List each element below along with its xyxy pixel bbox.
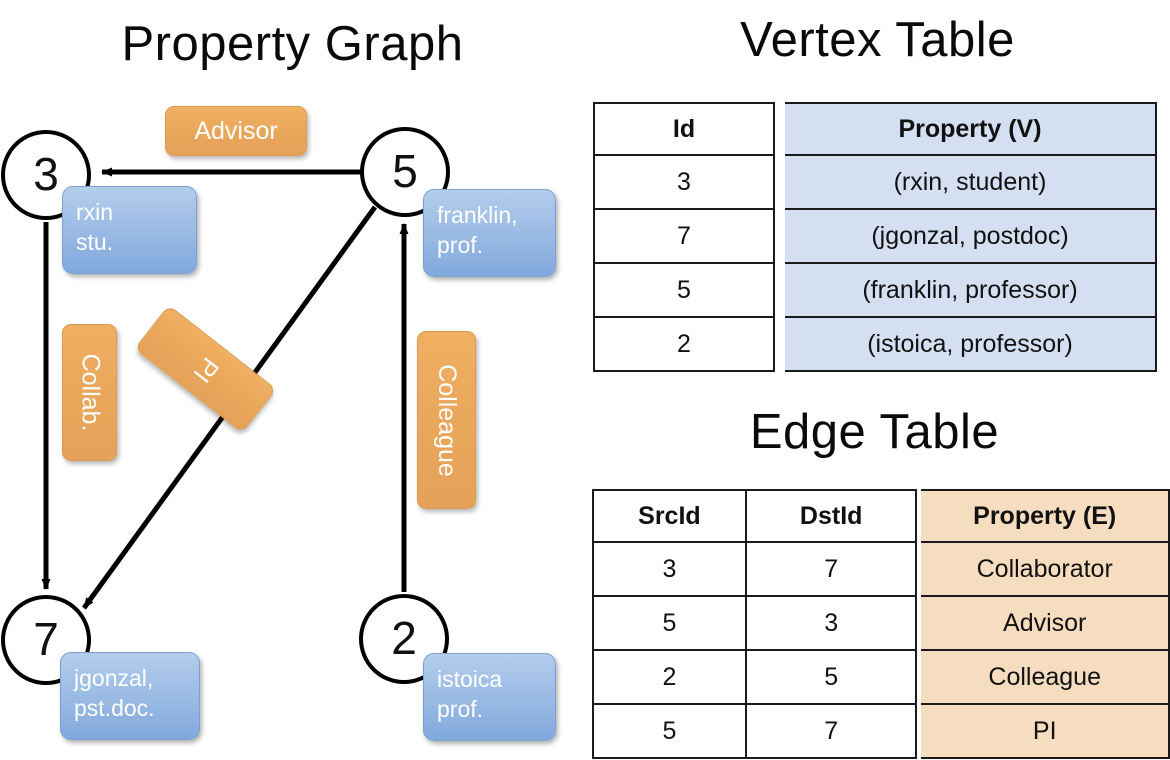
edge-table: SrcId DstId Property (E) 3 7 Collaborato…: [592, 489, 1170, 759]
vertex-header-id: Id: [593, 102, 775, 156]
node-property-box-2: istoica prof.: [423, 653, 556, 741]
edge-cell-dstid: 3: [746, 597, 918, 651]
vertex-cell-property: (franklin, professor): [785, 264, 1157, 318]
column-gap: [917, 705, 922, 759]
vertex-cell-property: (istoica, professor): [785, 318, 1157, 372]
table-row[interactable]: 7 (jgonzal, postdoc): [593, 210, 1157, 264]
page-title-property-graph: Property Graph: [121, 17, 464, 71]
column-gap: [775, 102, 785, 156]
edge-cell-property: Colleague: [921, 651, 1170, 705]
graph-node-2[interactable]: 2: [359, 594, 449, 684]
property-graph-diagram: 3 5 7 2 rxin stu. franklin, prof. jgonza…: [1, 106, 556, 741]
node-property-box-3: rxin stu.: [62, 186, 197, 274]
edge-label-advisor-text: Advisor: [194, 116, 278, 145]
edge-label-colleague: Colleague: [417, 331, 476, 509]
page-title-edge-table: Edge Table: [749, 405, 1000, 459]
vertex-cell-id: 5: [593, 264, 775, 318]
edge-cell-property: Collaborator: [921, 543, 1170, 597]
table-row[interactable]: 5 (franklin, professor): [593, 264, 1157, 318]
edge-cell-srcid: 2: [592, 651, 747, 705]
table-row[interactable]: 2 (istoica, professor): [593, 318, 1157, 372]
graph-node-7-id: 7: [33, 612, 59, 665]
graph-node-3-id: 3: [33, 147, 59, 200]
vertex-table: Id Property (V) 3 (rxin, student) 7 (jgo…: [593, 102, 1157, 372]
column-gap: [775, 156, 785, 210]
edge-cell-dstid: 7: [746, 705, 918, 759]
edge-cell-dstid: 7: [746, 543, 918, 597]
vertex-cell-id: 2: [593, 318, 775, 372]
graph-node-5[interactable]: 5: [360, 127, 450, 217]
column-gap: [775, 210, 785, 264]
edge-label-advisor: Advisor: [165, 106, 307, 156]
column-gap: [917, 489, 922, 543]
column-gap: [917, 597, 922, 651]
edge-header-dstid: DstId: [746, 489, 918, 543]
table-row[interactable]: 5 7 PI: [592, 705, 1170, 759]
vertex-cell-property: (jgonzal, postdoc): [785, 210, 1157, 264]
column-gap: [917, 651, 922, 705]
edge-cell-srcid: 5: [592, 597, 747, 651]
column-gap: [775, 264, 785, 318]
edge-header-property: Property (E): [921, 489, 1170, 543]
edge-header-srcid: SrcId: [592, 489, 747, 543]
edge-cell-srcid: 3: [592, 543, 747, 597]
graph-node-2-id: 2: [391, 611, 417, 664]
vertex-cell-property: (rxin, student): [785, 156, 1157, 210]
edge-label-pi-text: PI: [187, 351, 225, 388]
edge-label-collab: Collab.: [62, 324, 117, 461]
node-property-box-5: franklin, prof.: [423, 189, 556, 277]
table-row[interactable]: 2 5 Colleague: [592, 651, 1170, 705]
vertex-header-property: Property (V): [785, 102, 1157, 156]
edge-cell-property: Advisor: [921, 597, 1170, 651]
column-gap: [917, 543, 922, 597]
edge-cell-dstid: 5: [746, 651, 918, 705]
edge-cell-srcid: 5: [592, 705, 747, 759]
table-row[interactable]: 5 3 Advisor: [592, 597, 1170, 651]
table-row[interactable]: 3 7 Collaborator: [592, 543, 1170, 597]
table-row[interactable]: 3 (rxin, student): [593, 156, 1157, 210]
table-header-row: SrcId DstId Property (E): [592, 489, 1170, 543]
table-header-row: Id Property (V): [593, 102, 1157, 156]
graph-node-5-id: 5: [392, 144, 418, 197]
vertex-cell-id: 7: [593, 210, 775, 264]
edge-label-collab-text: Collab.: [76, 353, 105, 432]
vertex-cell-id: 3: [593, 156, 775, 210]
edge-cell-property: PI: [921, 705, 1170, 759]
edge-label-colleague-text: Colleague: [433, 363, 461, 477]
node-property-box-7: jgonzal, pst.doc.: [60, 652, 200, 740]
column-gap: [775, 318, 785, 372]
page-title-vertex-table: Vertex Table: [740, 13, 1015, 67]
